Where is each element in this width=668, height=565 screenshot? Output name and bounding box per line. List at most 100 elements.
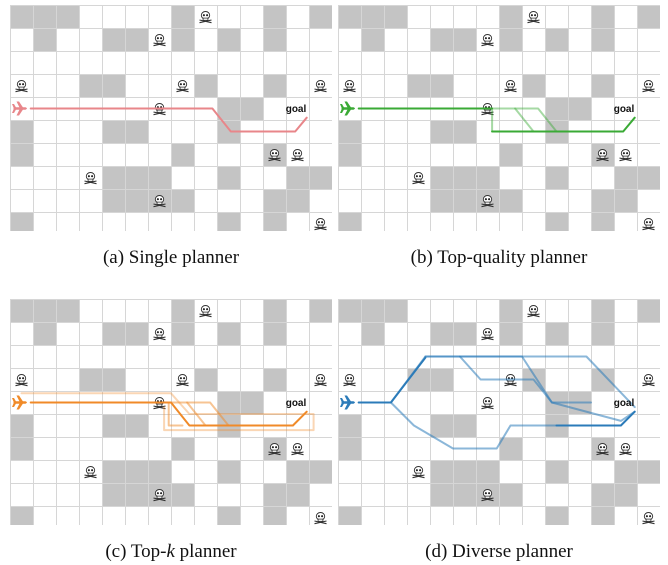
wall-cell [430,28,453,51]
wall-cell [453,460,476,483]
wall-cell [453,166,476,189]
plan-path [491,116,636,133]
wall-cell [217,322,240,345]
wall-cell [79,368,102,391]
wall-cell [33,322,56,345]
goal-label: goal [614,398,635,409]
planned-paths [357,355,636,450]
wall-cell [10,212,33,231]
caption-a: (a) Single planner [102,247,240,268]
skull-icon [343,374,356,387]
hazards [343,11,655,231]
wall-cell [430,322,453,345]
skull-icon [619,443,632,456]
wall-cell [338,299,361,322]
wall-cell [591,322,614,345]
wall-cell [430,189,453,212]
wall-cell [217,97,240,120]
wall-cells [10,5,332,231]
wall-cell [430,166,453,189]
wall-cell [240,97,263,120]
plan-path [555,410,636,427]
plan-path [20,392,315,432]
wall-cell [102,166,125,189]
wall-cell [171,189,194,212]
wall-cell [637,5,660,28]
wall-cell [637,299,660,322]
wall-cell [10,120,33,143]
panel-c: goal [10,299,332,525]
wall-cell [171,28,194,51]
skull-icon [527,305,540,318]
wall-cell [499,322,522,345]
wall-cell [263,368,286,391]
skull-icon [199,11,212,24]
wall-cell [309,460,332,483]
wall-cell [361,322,384,345]
plan-path [29,401,308,427]
goal-label: goal [286,104,307,115]
wall-cell [591,483,614,506]
wall-cell [125,414,148,437]
wall-cell [338,212,361,231]
wall-cell [263,212,286,231]
wall-cell [637,460,660,483]
wall-cell [263,506,286,525]
skull-icon [199,305,212,318]
wall-cell [361,299,384,322]
skull-icon [481,397,494,410]
wall-cell [476,460,499,483]
skull-icon [84,466,97,479]
airplane-icon [340,395,355,410]
wall-cell [10,437,33,460]
wall-cell [79,74,102,97]
plan-path [458,355,592,404]
plan-path [389,401,581,450]
skull-icon [596,149,609,162]
wall-cell [522,74,545,97]
skull-icon [84,172,97,185]
caption-b: (b) Top-quality planner [410,247,588,268]
skull-icon [619,149,632,162]
panel-b: goal [338,5,660,231]
skull-icon [481,195,494,208]
wall-cell [430,120,453,143]
skull-icon [481,328,494,341]
wall-cell [194,368,217,391]
wall-cell [10,5,33,28]
wall-cell [171,143,194,166]
skull-icon [642,512,655,525]
wall-cell [102,189,125,212]
wall-cell [614,460,637,483]
wall-cell [338,143,361,166]
wall-cell [591,74,614,97]
plan-path [186,401,230,427]
wall-cell [361,5,384,28]
grid-map: goal [10,5,332,231]
wall-cell [102,322,125,345]
wall-cell [102,414,125,437]
wall-cell [453,189,476,212]
wall-cell [102,368,125,391]
wall-cell [499,5,522,28]
skull-icon [268,443,281,456]
airplane-icon [12,101,27,116]
wall-cell [125,120,148,143]
caption-c: (c) Top-k planner [10,541,332,563]
wall-cell [125,166,148,189]
skull-icon [291,443,304,456]
wall-cell [33,299,56,322]
wall-cell [125,460,148,483]
skull-icon [527,11,540,24]
wall-cell [217,391,240,414]
wall-cell [545,212,568,231]
wall-cell [407,74,430,97]
skull-icon [343,80,356,93]
wall-cell [217,506,240,525]
wall-cell [102,28,125,51]
wall-cell [194,74,217,97]
wall-cell [591,506,614,525]
wall-cell [545,97,568,120]
wall-cell [545,506,568,525]
planned-paths [357,107,636,133]
